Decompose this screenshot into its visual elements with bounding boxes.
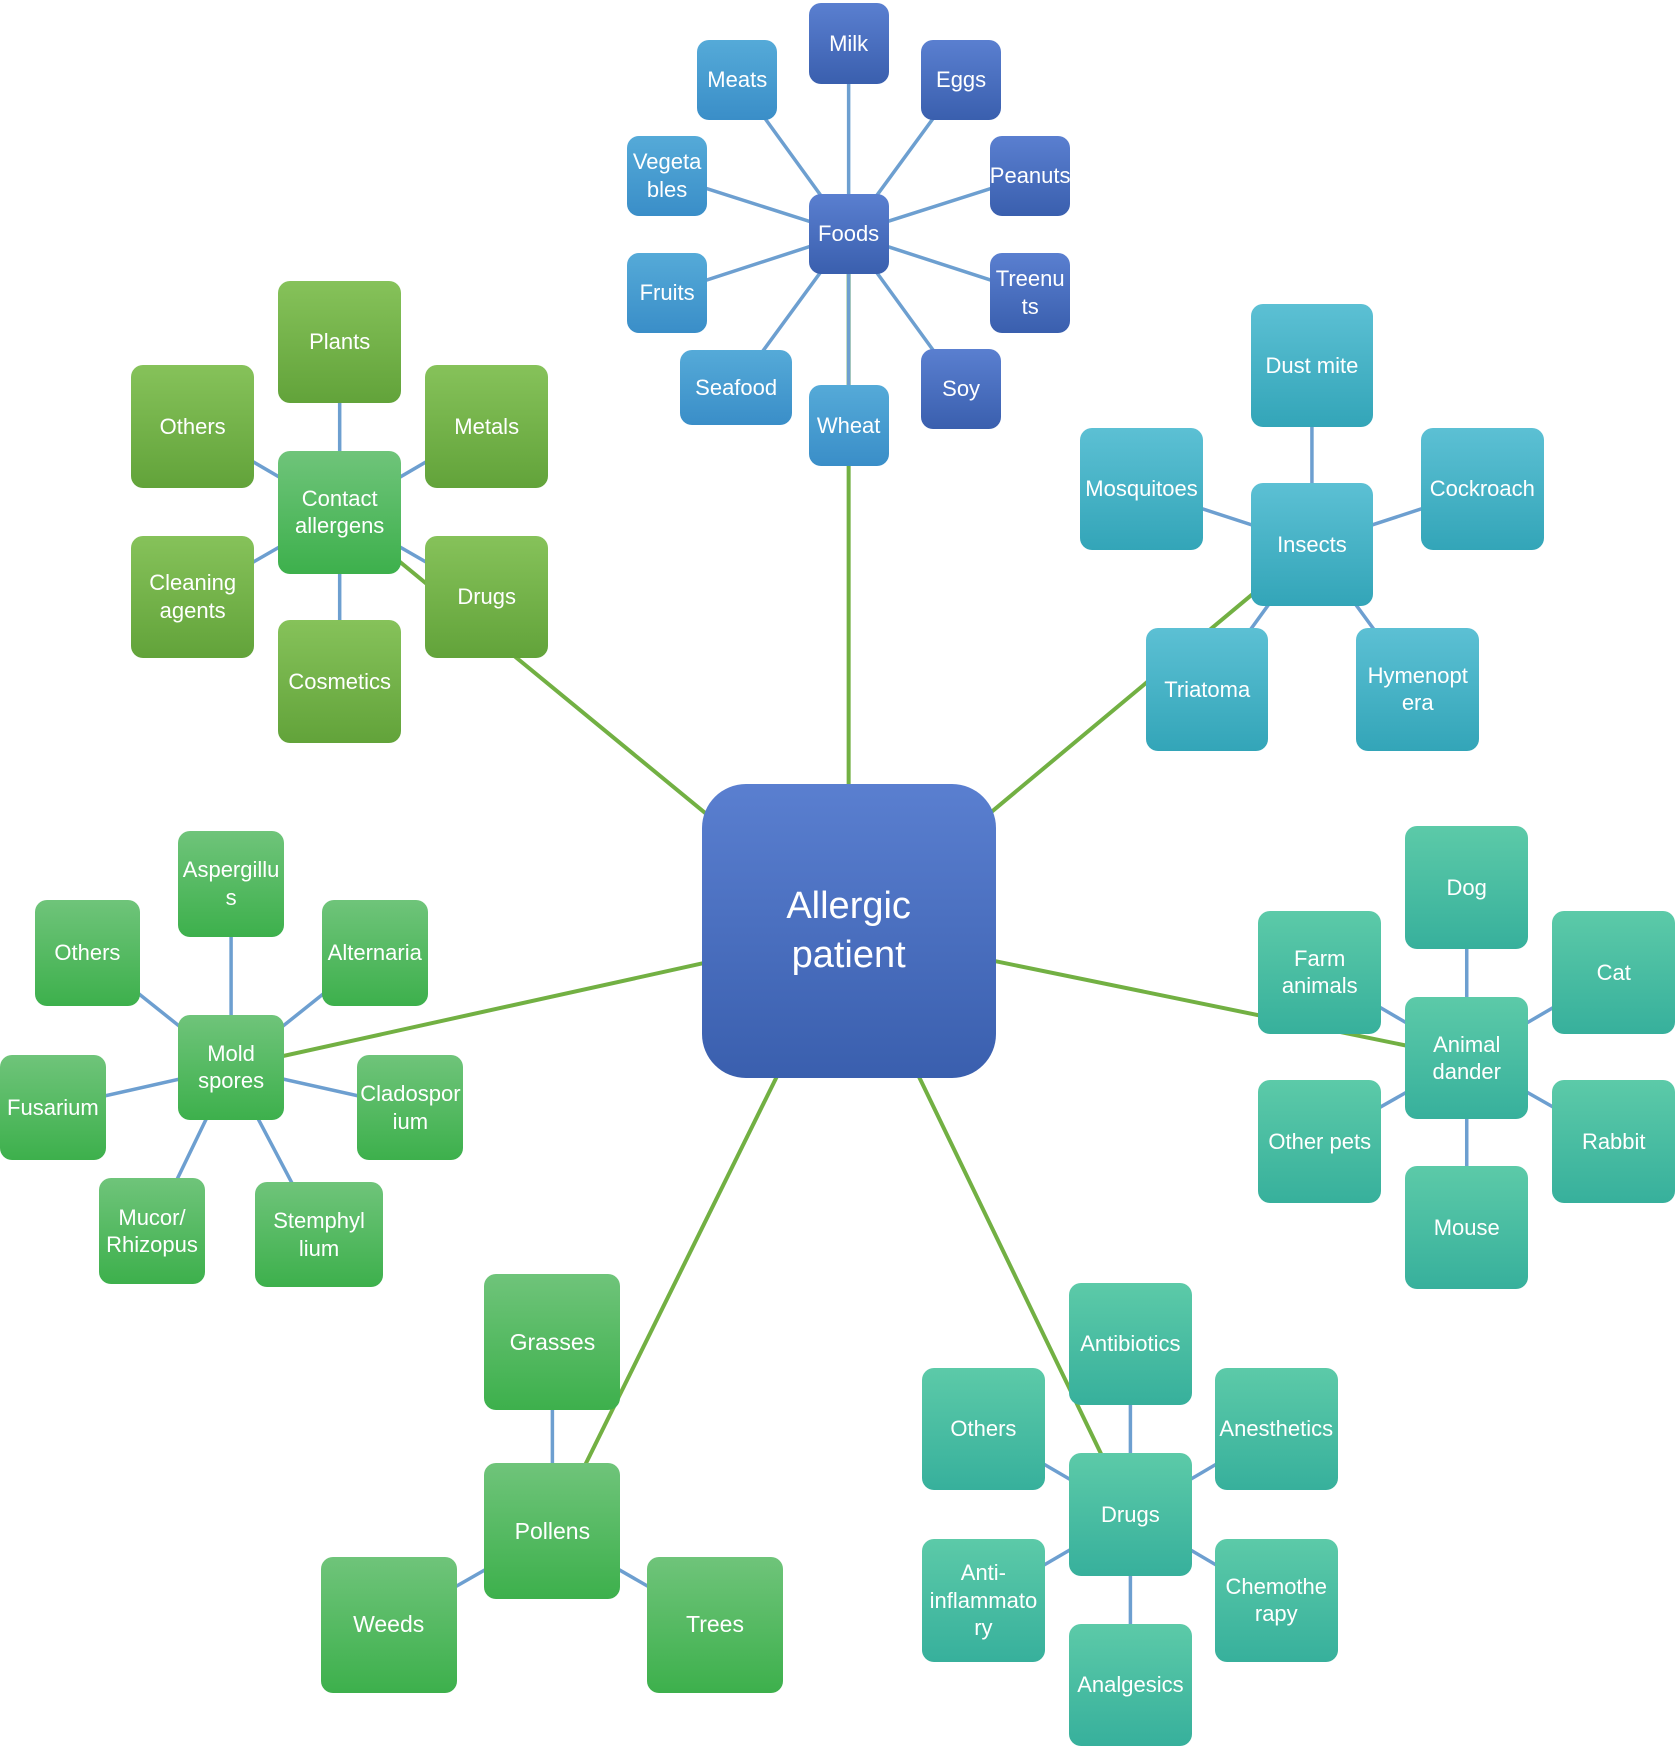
- node-stemphylium: Stemphyl lium: [255, 1181, 384, 1288]
- node-pollens: Pollens: [484, 1463, 621, 1600]
- node-milk: Milk: [808, 3, 889, 84]
- node-treenuts: Treenu ts: [990, 252, 1071, 333]
- node-dustmite: Dust mite: [1250, 304, 1374, 427]
- node-wheat: Wheat: [808, 385, 889, 466]
- node-weeds: Weeds: [320, 1556, 457, 1693]
- node-meats: Meats: [697, 40, 778, 121]
- node-aspergillus: Aspergillu s: [178, 830, 284, 937]
- node-farm: Farm animals: [1258, 911, 1381, 1034]
- node-animal: Animal dander: [1405, 996, 1528, 1120]
- node-plants: Plants: [278, 280, 401, 404]
- node-c-others: Others: [131, 365, 254, 488]
- node-fusarium: Fusarium: [0, 1054, 106, 1161]
- node-anesthetics: Anesthetics: [1215, 1367, 1338, 1491]
- node-cladosporium: Cladospor ium: [357, 1054, 464, 1161]
- node-vegetables: Vegeta bles: [627, 135, 708, 217]
- node-mucor: Mucor/ Rhizopus: [99, 1178, 205, 1285]
- node-cockroach: Cockroach: [1421, 427, 1544, 551]
- node-contact: Contact allergens: [278, 451, 401, 574]
- node-eggs: Eggs: [921, 40, 1002, 121]
- node-cosmetics: Cosmetics: [278, 620, 401, 743]
- node-cleaning: Cleaning agents: [131, 535, 254, 659]
- node-insects: Insects: [1250, 483, 1374, 606]
- node-analgesics: Analgesics: [1069, 1623, 1192, 1746]
- node-center: Allergic patient: [701, 784, 996, 1079]
- node-otherpets: Other pets: [1258, 1080, 1381, 1203]
- node-mouse: Mouse: [1405, 1166, 1528, 1289]
- node-metals: Metals: [425, 365, 548, 488]
- node-peanuts: Peanuts: [990, 135, 1071, 217]
- node-mold: Mold spores: [178, 1014, 284, 1121]
- node-hymenoptera: Hymenopt era: [1356, 628, 1479, 751]
- node-foods: Foods: [808, 193, 889, 274]
- node-seafood: Seafood: [680, 349, 792, 426]
- node-alternaria: Alternaria: [321, 899, 428, 1006]
- node-soy: Soy: [921, 348, 1002, 429]
- node-d-others: Others: [922, 1367, 1045, 1491]
- node-antibiotics: Antibiotics: [1069, 1282, 1192, 1406]
- node-dog: Dog: [1405, 826, 1528, 949]
- node-drugs: Drugs: [1069, 1453, 1192, 1576]
- node-mosquitoes: Mosquitoes: [1080, 427, 1203, 551]
- node-c-drugs: Drugs: [425, 535, 548, 659]
- node-rabbit: Rabbit: [1552, 1080, 1675, 1203]
- node-chemo: Chemothe rapy: [1215, 1539, 1338, 1662]
- node-triatoma: Triatoma: [1145, 628, 1269, 751]
- node-m-others: Others: [34, 899, 141, 1006]
- node-antiinflam: Anti- inflammato ry: [922, 1539, 1045, 1662]
- node-cat: Cat: [1552, 911, 1675, 1034]
- node-trees: Trees: [647, 1556, 783, 1693]
- node-grasses: Grasses: [484, 1274, 621, 1410]
- node-fruits: Fruits: [627, 252, 708, 333]
